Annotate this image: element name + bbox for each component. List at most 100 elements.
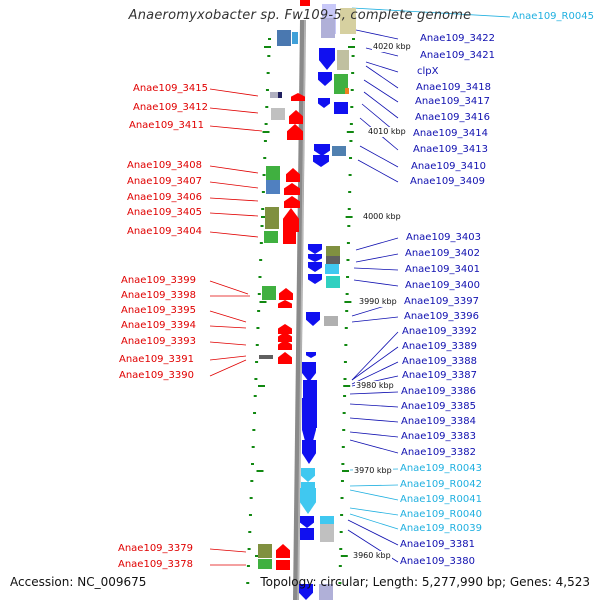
gene-label-left[interactable]: Anae109_3395 [121, 305, 196, 316]
feature-box [300, 0, 310, 6]
leader-line-right [363, 91, 399, 119]
gene-label-right[interactable]: Anae109_3385 [401, 401, 476, 412]
feature-box [326, 246, 340, 256]
gene-label-right[interactable]: Anae109_3387 [402, 370, 477, 381]
feature-box [276, 560, 290, 570]
gene-label-left[interactable]: Anae109_3405 [127, 207, 202, 218]
gene-label-left[interactable]: Anae109_3379 [118, 543, 193, 554]
grid-tick [255, 344, 259, 346]
major-tick [344, 301, 352, 303]
feature-box [266, 180, 280, 194]
gene-label-left[interactable]: Anae109_3411 [129, 120, 204, 131]
gene-label-right[interactable]: Anae109_R0045 [512, 11, 594, 22]
gene-label-right[interactable]: Anae109_3410 [411, 161, 486, 172]
gene-label-right[interactable]: Anae109_3414 [413, 128, 488, 139]
gene-label-left[interactable]: Anae109_3391 [119, 354, 194, 365]
gene-label-right[interactable]: Anae109_3384 [401, 416, 476, 427]
gene-label-right[interactable]: Anae109_R0042 [400, 479, 482, 490]
feature-arrow-up [279, 288, 293, 300]
grid-tick [349, 123, 353, 125]
feature-arrow-down [308, 262, 322, 272]
gene-label-right[interactable]: Anae109_3397 [404, 296, 479, 307]
gene-label-right[interactable]: Anae109_3388 [402, 356, 477, 367]
grid-tick [339, 531, 343, 533]
leader-line-right [349, 431, 399, 438]
grid-tick [344, 344, 348, 346]
gene-label-left[interactable]: Anae109_3406 [127, 192, 202, 203]
grid-tick [339, 548, 343, 550]
leader-line-right [363, 79, 399, 103]
gene-label-left[interactable]: Anae109_3378 [118, 559, 193, 570]
grid-tick [351, 72, 355, 74]
leader-line-right [351, 7, 511, 18]
gene-label-right[interactable]: Anae109_R0040 [400, 509, 482, 520]
leader-line-left [209, 212, 259, 217]
gene-label-right[interactable]: Anae109_3416 [415, 112, 490, 123]
leader-line-right [355, 29, 399, 40]
gene-label-left[interactable]: Anae109_3398 [121, 290, 196, 301]
gene-label-right[interactable]: Anae109_3409 [410, 176, 485, 187]
gene-label-right[interactable]: Anae109_3422 [420, 33, 495, 44]
feature-arrow-down [308, 254, 322, 262]
grid-tick [343, 395, 347, 397]
feature-arrow-down [300, 516, 314, 528]
grid-tick [341, 446, 345, 448]
feature-arrow-up [278, 340, 292, 350]
gene-label-right[interactable]: Anae109_3400 [405, 280, 480, 291]
feature-box [332, 146, 346, 156]
gene-label-left[interactable]: Anae109_3394 [121, 320, 196, 331]
gene-label-right[interactable]: Anae109_3418 [416, 82, 491, 93]
gene-label-right[interactable]: Anae109_R0043 [400, 463, 482, 474]
feature-arrow-up [278, 352, 292, 364]
feature-arrow-up [278, 324, 292, 334]
leader-line-right [349, 403, 399, 408]
gene-label-left[interactable]: Anae109_3393 [121, 336, 196, 347]
grid-tick [257, 310, 261, 312]
gene-label-right[interactable]: Anae109_3386 [401, 386, 476, 397]
gene-label-right[interactable]: clpX [417, 66, 439, 77]
grid-tick [350, 89, 354, 91]
gene-label-right[interactable]: Anae109_3413 [413, 144, 488, 155]
grid-tick [338, 565, 342, 567]
grid-tick [342, 412, 346, 414]
gene-label-right[interactable]: Anae109_3401 [405, 264, 480, 275]
gene-label-left[interactable]: Anae109_3390 [119, 370, 194, 381]
gene-label-right[interactable]: Anae109_3380 [400, 556, 475, 567]
tick-label-3960: 3960 kbp [352, 551, 392, 561]
gene-label-right[interactable]: Anae109_R0039 [400, 523, 482, 534]
leader-line-left [209, 88, 259, 97]
gene-label-right[interactable]: Anae109_3402 [405, 248, 480, 259]
gene-label-right[interactable]: Anae109_R0041 [400, 494, 482, 505]
gene-label-right[interactable]: Anae109_3396 [404, 311, 479, 322]
gene-label-left[interactable]: Anae109_3408 [127, 160, 202, 171]
gene-label-right[interactable]: Anae109_3383 [401, 431, 476, 442]
gene-label-right[interactable]: Anae109_3382 [401, 447, 476, 458]
major-tick [346, 131, 354, 133]
gene-label-left[interactable]: Anae109_3404 [127, 226, 202, 237]
grid-tick [265, 89, 269, 91]
gene-label-right[interactable]: Anae109_3392 [402, 326, 477, 337]
accession-text: Accession: NC_009675 [10, 575, 147, 589]
feature-box [334, 102, 348, 114]
feature-arrow-up [278, 300, 292, 308]
feature-box [270, 92, 278, 98]
gene-label-left[interactable]: Anae109_3415 [133, 83, 208, 94]
gene-label-right[interactable]: Anae109_3417 [415, 96, 490, 107]
gene-label-right[interactable]: Anae109_3381 [400, 539, 475, 550]
feature-arrow-down [313, 155, 329, 167]
feature-arrow-down [314, 144, 330, 156]
gene-label-right[interactable]: Anae109_3389 [402, 341, 477, 352]
gene-label-right[interactable]: Anae109_3421 [420, 50, 495, 61]
gene-label-left[interactable]: Anae109_3407 [127, 176, 202, 187]
tick-label-3970: 3970 kbp [353, 466, 393, 476]
leader-line-left [209, 310, 247, 323]
gene-label-left[interactable]: Anae109_3412 [133, 102, 208, 113]
grid-tick [343, 378, 347, 380]
grid-tick [265, 106, 269, 108]
feature-box [292, 32, 298, 44]
grid-tick [253, 395, 257, 397]
gene-label-left[interactable]: Anae109_3399 [121, 275, 196, 286]
grid-tick [255, 361, 259, 363]
gene-label-right[interactable]: Anae109_3403 [406, 232, 481, 243]
